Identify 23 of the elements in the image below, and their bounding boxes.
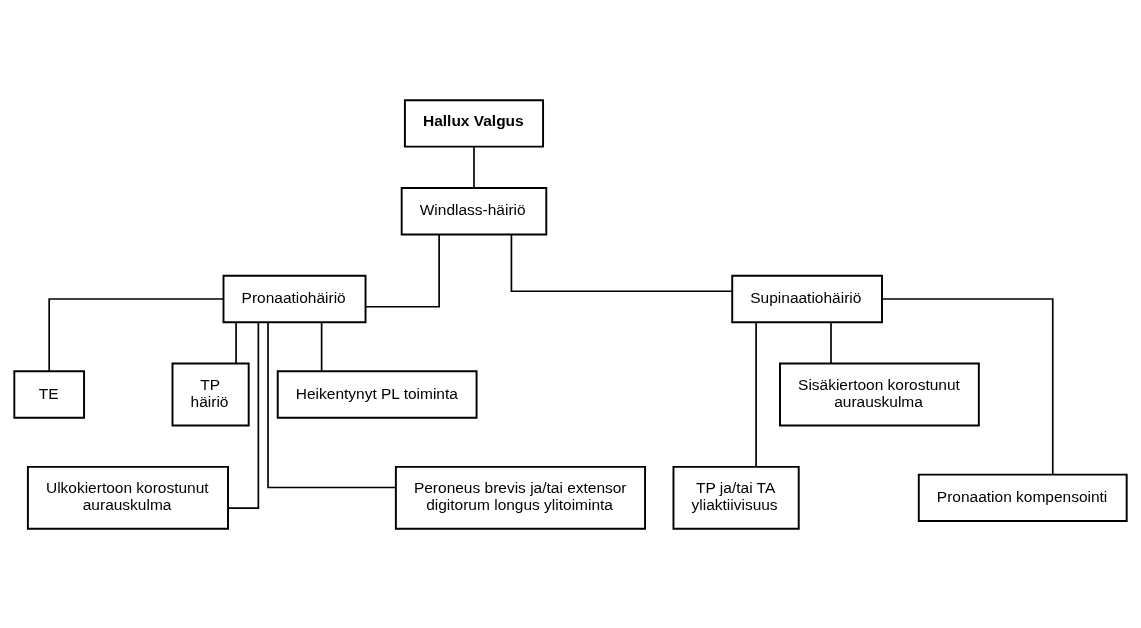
- node-box: Pronaatiohäiriö: [222, 274, 367, 323]
- node-box: Peroneus brevis ja/tai extensor digitorum longus ylitoiminta: [394, 465, 647, 530]
- connector: [48, 297, 225, 372]
- connector: [235, 321, 237, 364]
- connector: [320, 321, 323, 372]
- connector: [881, 297, 1054, 475]
- connector: [267, 321, 397, 488]
- connector: [510, 233, 733, 292]
- node-box: Heikentynyt PL toiminta: [276, 369, 478, 419]
- node-box: Supinaatiohäiriö: [731, 274, 883, 323]
- connector: [364, 233, 440, 308]
- connector: [473, 145, 475, 188]
- node-box: Ulkokiertoon korostunut aurauskulma: [26, 465, 229, 530]
- connector: [830, 321, 832, 364]
- node-box: Hallux Valgus: [403, 98, 545, 148]
- node-box: TP häiriö: [171, 362, 250, 426]
- node-box: Pronaation kompensointi: [917, 473, 1128, 522]
- node-box: TE: [13, 369, 85, 419]
- node-box: TP ja/tai TA yliaktiivisuus: [672, 465, 800, 530]
- node-box: Windlass-häiriö: [400, 186, 548, 235]
- connector: [227, 321, 260, 509]
- node-box: Sisäkiertoon korostunut aurauskulma: [779, 362, 980, 426]
- connector: [755, 321, 757, 468]
